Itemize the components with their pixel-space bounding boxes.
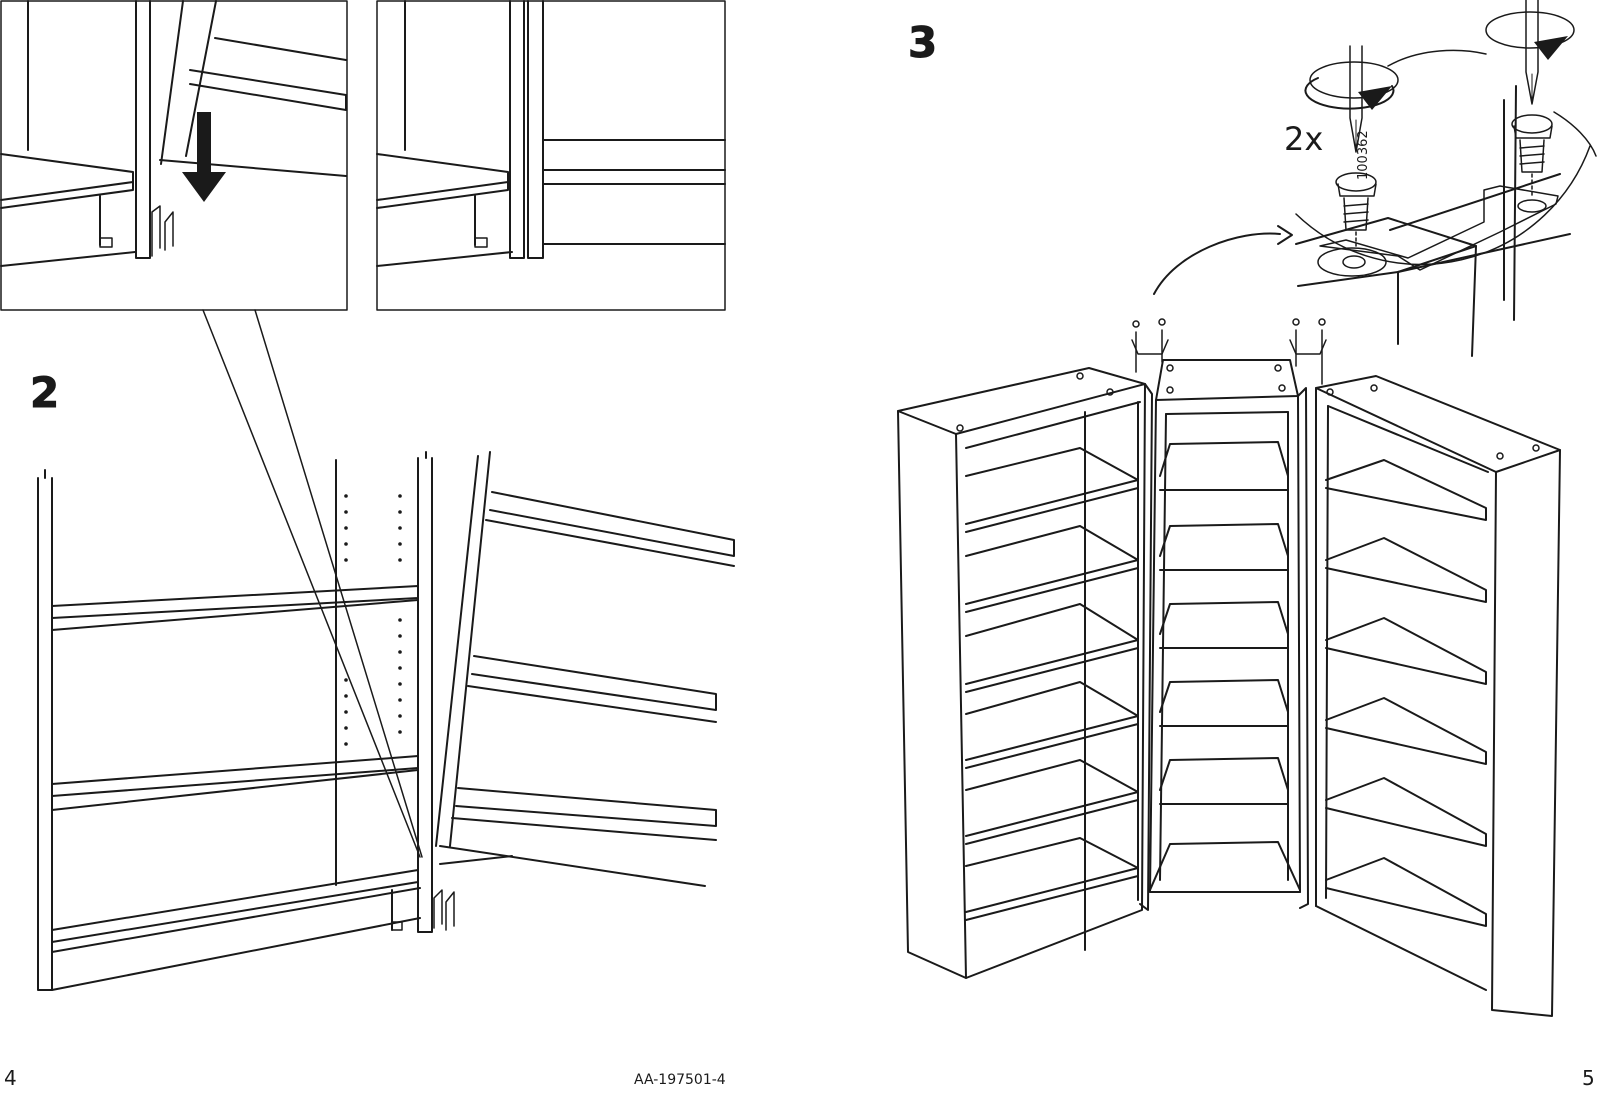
zoom-detail xyxy=(1295,0,1597,357)
step-number-2: 2 xyxy=(29,368,60,418)
screw-icon xyxy=(1511,114,1553,197)
page-number-right: 5 xyxy=(1582,1066,1595,1090)
screw-icon xyxy=(1335,172,1377,247)
quantity-label: 2x xyxy=(1284,120,1324,158)
connector-brackets xyxy=(1131,318,1327,385)
rotate-clockwise-icon xyxy=(1485,11,1575,60)
rotate-clockwise-icon xyxy=(1304,61,1399,110)
bookcase-corner xyxy=(1139,359,1309,911)
bookcase-left xyxy=(897,367,1146,979)
document-code: AA-197501-4 xyxy=(634,1072,726,1088)
step2-illustration xyxy=(37,451,735,991)
part-number-label: 100362 xyxy=(1356,130,1371,180)
arrow-down-icon xyxy=(182,112,226,202)
detail-panel-before xyxy=(0,0,348,311)
detail-panel-after xyxy=(376,0,726,311)
screwdriver-icon xyxy=(1525,0,1539,105)
bookcase-right xyxy=(1315,375,1561,1017)
step3-illustration xyxy=(897,225,1561,1017)
step-number-3: 3 xyxy=(907,18,938,68)
page-number-left: 4 xyxy=(4,1066,17,1090)
